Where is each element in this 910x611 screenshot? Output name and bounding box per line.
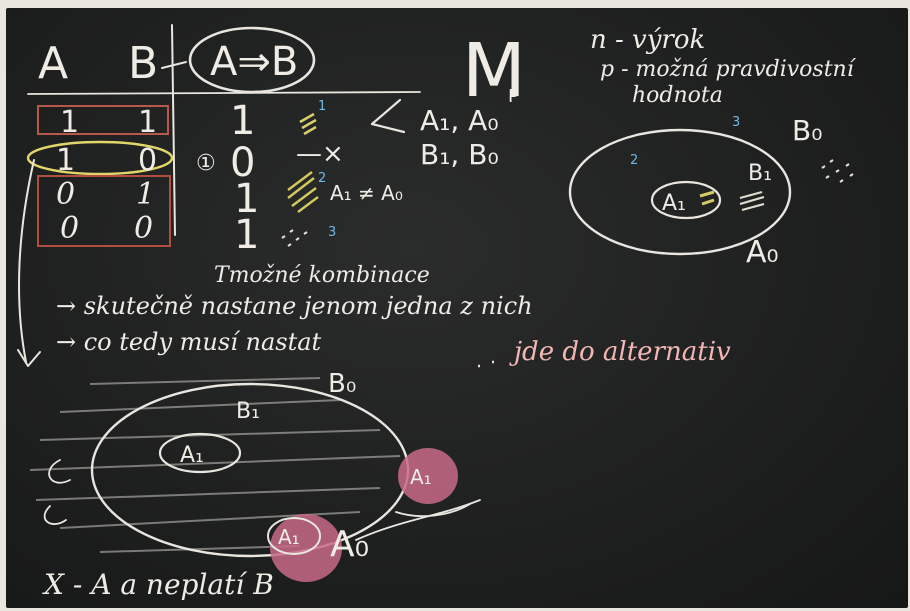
upper-venn-diagram: A₁ B₁ A₀ B₀ 3 2 xyxy=(568,114,854,270)
table-header-rule xyxy=(27,91,421,95)
lower-a0: A₀ xyxy=(330,524,369,565)
note-line-2: p - možná pravdivostní xyxy=(600,57,857,82)
bracket-line-1: A₁, A₀ xyxy=(420,104,499,137)
row2-circled-mark: ① xyxy=(196,151,216,176)
row3-a: 0 xyxy=(56,177,75,212)
row4-result: 1 xyxy=(234,212,259,258)
lower-a0-curve xyxy=(355,499,481,541)
upper-a1: A₁ xyxy=(662,191,686,216)
upper-inner-ellipse xyxy=(650,180,722,220)
table-header-b: B xyxy=(128,38,158,89)
row1-a: 1 xyxy=(60,105,79,140)
middle-text: Tmožné kombinace → skutečně nastane jeno… xyxy=(17,159,731,368)
table-tick xyxy=(161,61,187,69)
arrow-head xyxy=(17,349,41,367)
upper-a1-hatch xyxy=(699,190,715,206)
upper-a0: A₀ xyxy=(746,235,779,270)
lower-a1-center: A₁ xyxy=(180,443,204,468)
row4-dots xyxy=(281,229,308,247)
footer-text: X - A a neplatí B xyxy=(42,568,274,601)
lower-venn-diagram: A₁ B₁ B₀ A₁ A₁ A₀ xyxy=(29,369,481,582)
table-header-a: A xyxy=(38,38,68,89)
row1-box xyxy=(37,105,169,135)
lower-b0: B₀ xyxy=(328,369,356,399)
curved-arrow xyxy=(18,159,35,363)
upper-num2: 2 xyxy=(630,153,638,168)
row2-b: 0 xyxy=(138,143,157,178)
left-squiggle xyxy=(43,459,71,525)
big-m: M xyxy=(462,28,526,114)
big-m-subscript: P xyxy=(508,86,519,107)
row4-a: 0 xyxy=(60,211,79,246)
row1-num: 1 xyxy=(318,99,326,114)
upper-b0-dots xyxy=(821,159,854,183)
pink-blob-right xyxy=(398,448,458,504)
dots xyxy=(478,360,494,368)
lower-b1: B₁ xyxy=(236,399,260,424)
bracket-line-2: B₁, B₀ xyxy=(420,138,499,171)
upper-num3: 3 xyxy=(732,115,740,130)
pink-blob-bottom xyxy=(270,514,342,582)
row3-result: 1 xyxy=(234,176,259,222)
row2-dash-x: —× xyxy=(296,139,344,169)
lower-inner-ellipse xyxy=(158,432,242,474)
row2-ellipse xyxy=(26,140,174,176)
upper-outer-ellipse xyxy=(568,128,792,256)
pink-note: jde do alternativ xyxy=(509,337,731,367)
text-line-3: → co tedy musí nastat xyxy=(56,328,322,356)
row1-yellow-hatch xyxy=(299,112,317,136)
right-notes: M P n - výrok p - možná pravdivostní hod… xyxy=(462,25,857,114)
row4-b: 0 xyxy=(134,211,153,246)
angle-bracket xyxy=(370,98,406,134)
note-line-3: hodnota xyxy=(632,83,723,108)
row1-b: 1 xyxy=(138,105,157,140)
row3-yellow-hatch xyxy=(287,171,319,213)
row2-result: 0 xyxy=(230,140,255,186)
pink-right-curve xyxy=(395,503,471,518)
row1-result: 1 xyxy=(230,98,255,144)
upper-b1-hatch xyxy=(739,190,765,212)
inequality-note: A₁ ≠ A₀ xyxy=(330,181,403,205)
note-line-1: n - výrok xyxy=(590,25,705,55)
rows34-box xyxy=(37,175,171,247)
table-header-implication: A⇒B xyxy=(210,39,298,85)
text-line-1: Tmožné kombinace xyxy=(214,263,430,288)
upper-b0: B₀ xyxy=(792,114,822,147)
lower-a1-pink-bottom: A₁ xyxy=(278,525,300,549)
text-line-2: → skutečně nastane jenom jedna z nich xyxy=(56,292,533,320)
row3-num: 2 xyxy=(318,171,326,186)
table-vertical-line xyxy=(171,24,176,236)
pink-bottom-ellipse xyxy=(267,517,321,555)
truth-table: A B A⇒B 1 1 1 1 0 0 ① 0 1 1 0 0 1 xyxy=(26,24,499,258)
upper-b1: B₁ xyxy=(748,161,772,186)
row3-b: 1 xyxy=(136,177,155,212)
lower-a1-pink-right: A₁ xyxy=(410,465,432,489)
row2-a: 1 xyxy=(56,143,75,178)
row4-num: 3 xyxy=(328,225,336,240)
